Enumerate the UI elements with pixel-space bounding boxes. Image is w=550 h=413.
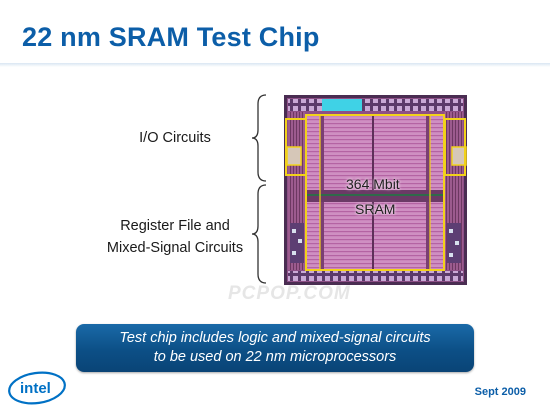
io-brace-icon [251, 94, 267, 182]
date-label: Sept 2009 [474, 386, 526, 398]
sram-chip-die-image [284, 95, 467, 285]
io-circuits-label: I/O Circuits [120, 127, 230, 149]
callout-box: Test chip includes logic and mixed-signa… [76, 324, 474, 372]
register-file-label: Register File and Mixed-Signal Circuits [90, 215, 260, 259]
register-file-line-2: Mixed-Signal Circuits [106, 240, 244, 256]
callout-line-1: Test chip includes logic and mixed-signa… [119, 330, 431, 346]
io-circuits-text: I/O Circuits [139, 130, 211, 146]
logo-text: intel [20, 380, 51, 397]
slide-title: 22 nm SRAM Test Chip [22, 22, 320, 52]
intel-logo-icon: intel [8, 371, 66, 405]
title-divider [0, 63, 550, 67]
callout-line-2: to be used on 22 nm microprocessors [153, 349, 397, 365]
watermark: PCPOP.COM [228, 283, 351, 304]
register-file-line-1: Register File and [120, 218, 230, 234]
sram-type-label: SRAM [355, 201, 396, 217]
register-brace-icon [251, 184, 267, 284]
sram-capacity-label: 364 Mbit [346, 176, 400, 192]
